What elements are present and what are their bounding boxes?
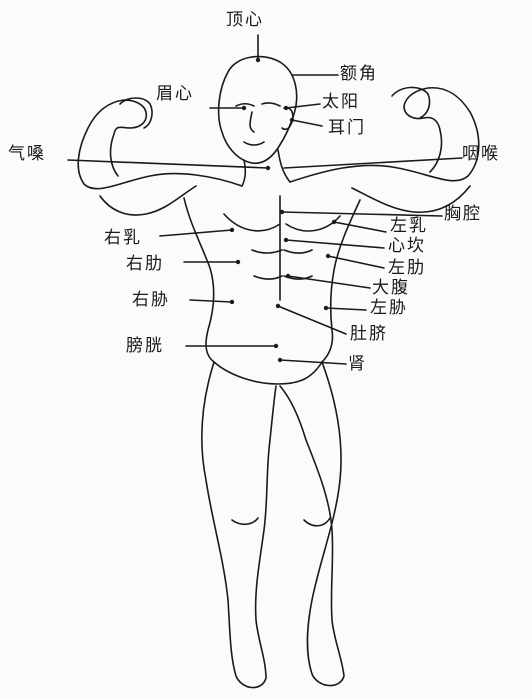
arm-right	[290, 88, 479, 182]
point-zuoru	[332, 220, 336, 224]
point-pangguang	[274, 344, 278, 348]
label-youlei-lower: 右胁	[132, 292, 170, 309]
point-dingxin	[256, 58, 260, 62]
knees	[232, 518, 330, 526]
leg-right	[280, 362, 344, 686]
point-dafu	[286, 274, 290, 278]
point-zuolei-lower	[324, 306, 328, 310]
hips	[214, 362, 322, 384]
arm-left-under	[100, 186, 196, 215]
leader-dafu	[288, 276, 370, 288]
label-zuolei-upper: 左肋	[388, 260, 426, 277]
leader-shen	[280, 360, 346, 364]
arm-left	[78, 100, 242, 189]
label-pangguang: 膀胱	[126, 338, 164, 355]
leader-youlei-lower	[190, 300, 232, 302]
label-ermen: 耳门	[328, 120, 366, 137]
point-youlei-upper	[236, 260, 240, 264]
label-duqi: 肚脐	[350, 326, 388, 343]
point-xiongqiang	[280, 210, 284, 214]
label-ejiao: 额角	[340, 66, 378, 83]
leader-taiyang	[286, 104, 320, 108]
label-youru: 右乳	[104, 230, 142, 247]
point-duqi	[276, 304, 280, 308]
label-qizao: 气嗓	[8, 146, 46, 163]
leader-xinkan	[286, 240, 384, 248]
label-shen: 肾	[348, 356, 367, 373]
point-ermen	[290, 118, 294, 122]
torso-left	[184, 198, 214, 362]
point-zuolei-upper	[326, 254, 330, 258]
point-youru	[230, 228, 234, 232]
label-dafu: 大腹	[372, 280, 410, 297]
leg-left	[202, 362, 276, 688]
leader-zuoru	[334, 222, 386, 232]
leader-ermen	[292, 120, 322, 126]
leader-qizao	[68, 160, 268, 168]
point-qizao	[266, 166, 270, 170]
leader-zuolei-lower	[326, 308, 366, 310]
label-xinkan: 心坎	[388, 238, 426, 255]
label-youlei-upper: 右肋	[126, 256, 164, 273]
label-meixin: 眉心	[156, 86, 194, 103]
fist-right	[392, 87, 430, 118]
point-taiyang	[284, 106, 288, 110]
label-taiyang: 太阳	[322, 94, 360, 111]
label-yanhou: 咽喉	[462, 146, 500, 163]
point-xinkan	[284, 238, 288, 242]
point-meixin	[242, 106, 246, 110]
leader-duqi	[278, 306, 346, 334]
abs-lines	[252, 250, 312, 279]
label-zuoru: 左乳	[390, 218, 428, 235]
label-dingxin: 顶心	[226, 12, 264, 29]
label-xiongqiang: 胸腔	[444, 206, 482, 223]
point-shen	[278, 358, 282, 362]
point-youlei-lower	[230, 300, 234, 304]
label-zuolei-lower: 左胁	[370, 300, 408, 317]
